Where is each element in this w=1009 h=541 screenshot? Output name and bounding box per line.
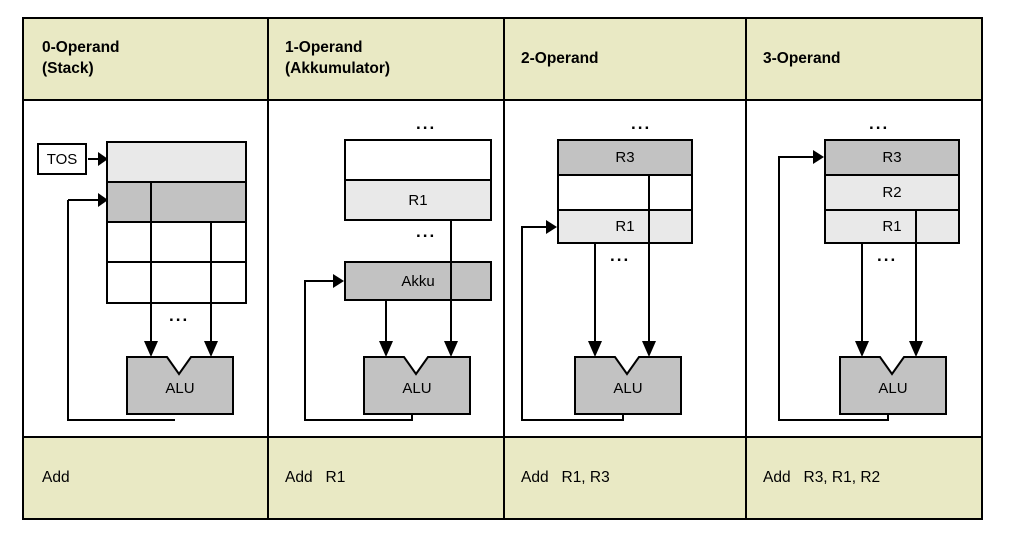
table-header-row: 0-Operand (Stack) 1-Operand (Akkumulator… bbox=[24, 19, 981, 101]
header-line2: (Akkumulator) bbox=[285, 60, 391, 77]
header-divider-3 bbox=[745, 19, 747, 99]
akku-connector-layer: ALU bbox=[304, 219, 471, 421]
diagram-divider-2 bbox=[503, 101, 505, 436]
register-cell-label: R3 bbox=[882, 149, 902, 166]
stack-cell-0 bbox=[108, 143, 245, 181]
instruction-text: Add R3, R1, R2 bbox=[763, 469, 881, 486]
header-line1: 3-Operand bbox=[763, 49, 841, 67]
tos-pointer-box: TOS bbox=[37, 143, 87, 175]
footer-divider-1 bbox=[267, 438, 269, 518]
register-cell-label: R1 bbox=[408, 191, 428, 209]
diagram-1-operand: ... R1 ... Akku bbox=[269, 101, 503, 436]
register-cell-label: R1 bbox=[615, 218, 635, 235]
header-cell-0-operand: 0-Operand (Stack) bbox=[24, 19, 267, 99]
footer-divider-2 bbox=[503, 438, 505, 518]
header-line1: 2-Operand bbox=[521, 49, 599, 67]
stack-row-rule-2 bbox=[106, 221, 247, 223]
memory-bottom-ellipsis: ... bbox=[416, 222, 437, 241]
diagram-2-operand: ... R3 R1 ... bbox=[505, 101, 745, 436]
register-cell-label: R1 bbox=[882, 218, 902, 235]
register-row-rule-2 bbox=[557, 209, 693, 211]
instruction-cell-2-operand: Add R1, R3 bbox=[503, 438, 745, 518]
memory-top-ellipsis: ... bbox=[869, 114, 890, 133]
diagram-divider-3 bbox=[745, 101, 747, 436]
register-cell-r1: R1 bbox=[826, 211, 958, 242]
operand-comparison-table: 0-Operand (Stack) 1-Operand (Akkumulator… bbox=[22, 17, 983, 520]
memory-bottom-ellipsis: ... bbox=[877, 246, 898, 265]
register-cell-r3: R3 bbox=[559, 141, 691, 174]
header-divider-2 bbox=[503, 19, 505, 99]
accumulator-label: Akku bbox=[401, 272, 435, 290]
header-line1: 1-Operand bbox=[285, 39, 363, 57]
header-cell-1-operand: 1-Operand (Akkumulator) bbox=[267, 19, 503, 99]
instruction-cell-0-operand: Add bbox=[24, 438, 267, 518]
alu-label-holder: ALU bbox=[575, 357, 681, 414]
register-cell-label: R2 bbox=[882, 184, 902, 201]
tos-label: TOS bbox=[46, 150, 78, 168]
stack-cell-3 bbox=[108, 263, 245, 302]
svg-text:ALU: ALU bbox=[165, 380, 194, 397]
svg-text:ALU: ALU bbox=[402, 380, 431, 397]
header-line1: 0-Operand bbox=[42, 39, 120, 57]
register-cell-label: R3 bbox=[615, 149, 635, 166]
instruction-cell-3-operand: Add R3, R1, R2 bbox=[745, 438, 981, 518]
register-row-rule-1 bbox=[824, 174, 960, 176]
diagram-0-operand: TOS ... bbox=[24, 101, 267, 436]
stack-cell-1 bbox=[108, 183, 245, 221]
register-cell-r1: R1 bbox=[346, 181, 490, 219]
register-cell-r1: R1 bbox=[559, 211, 691, 242]
register-row-rule-1 bbox=[557, 174, 693, 176]
header-divider-1 bbox=[267, 19, 269, 99]
alu-label-holder: ALU bbox=[840, 357, 946, 414]
memory-top-ellipsis: ... bbox=[631, 114, 652, 133]
footer-divider-3 bbox=[745, 438, 747, 518]
register-cell-r2: R2 bbox=[826, 176, 958, 209]
register-row-rule-1 bbox=[344, 179, 492, 181]
stack-ellipsis: ... bbox=[169, 306, 190, 325]
alu-label-holder: ALU bbox=[364, 357, 470, 414]
svg-text:ALU: ALU bbox=[878, 380, 907, 397]
diagram-divider-1 bbox=[267, 101, 269, 436]
memory-bottom-ellipsis: ... bbox=[610, 246, 631, 265]
reg3-connector-layer: ALU bbox=[778, 150, 947, 421]
register-row-rule-2 bbox=[824, 209, 960, 211]
instruction-text: Add bbox=[42, 469, 70, 486]
stack-row-rule-3 bbox=[106, 261, 247, 263]
table-instruction-row: Add Add R1 Add R1, R3 Add R3, R1, R2 bbox=[24, 438, 981, 518]
register-cell-empty bbox=[559, 176, 691, 209]
diagram-3-operand: ... R3 R2 R1 ... bbox=[747, 101, 981, 436]
memory-top-ellipsis: ... bbox=[416, 114, 437, 133]
stack-row-rule-1 bbox=[106, 181, 247, 183]
header-cell-2-operand: 2-Operand bbox=[503, 19, 745, 99]
reg2-connector-layer: ALU bbox=[521, 176, 682, 421]
instruction-text: Add R1 bbox=[285, 469, 346, 486]
svg-text:ALU: ALU bbox=[613, 380, 642, 397]
accumulator-box: Akku bbox=[344, 261, 492, 301]
instruction-text: Add R1, R3 bbox=[521, 469, 610, 486]
register-cell-0 bbox=[346, 141, 490, 179]
header-cell-3-operand: 3-Operand bbox=[745, 19, 981, 99]
instruction-cell-1-operand: Add R1 bbox=[267, 438, 503, 518]
stack-cell-2 bbox=[108, 223, 245, 261]
stack-connector-layer: ALU bbox=[67, 152, 234, 421]
alu-label-holder: ALU bbox=[127, 357, 233, 414]
header-line2: (Stack) bbox=[42, 60, 94, 77]
register-cell-r3: R3 bbox=[826, 141, 958, 174]
table-diagram-row: TOS ... bbox=[24, 101, 981, 438]
